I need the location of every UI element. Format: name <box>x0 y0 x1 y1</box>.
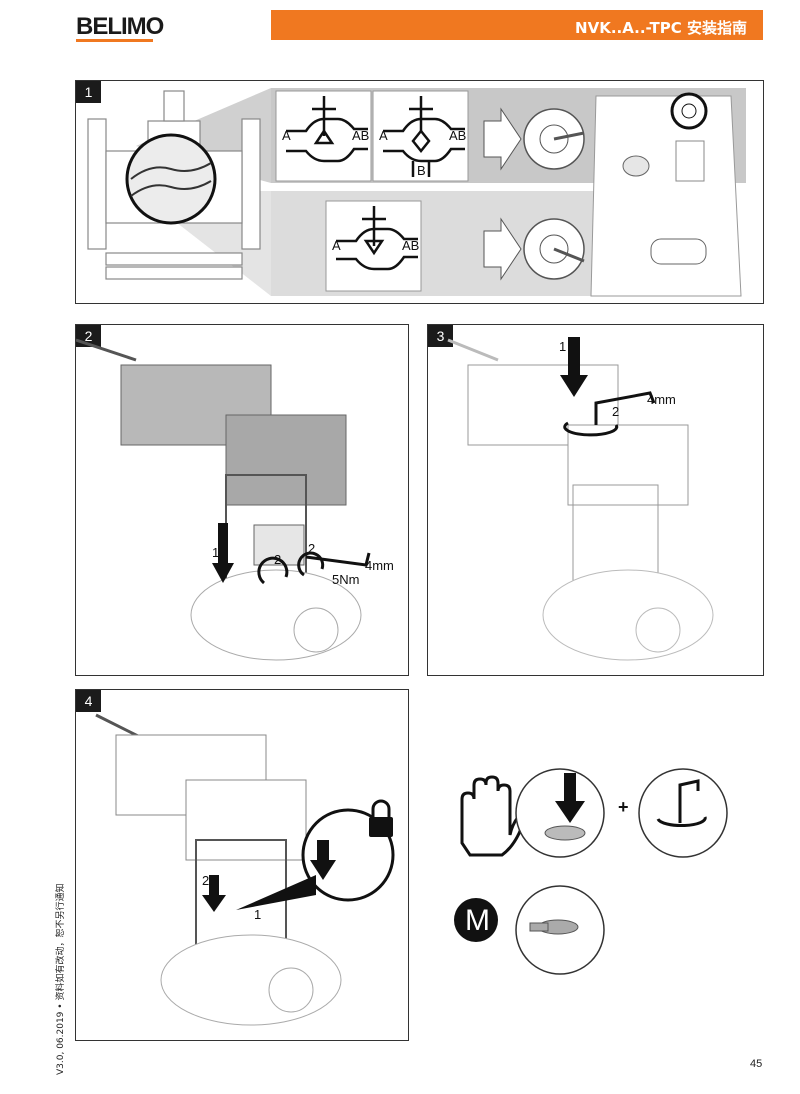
belimo-logo: BELIMO <box>76 13 164 40</box>
page-number: 45 <box>750 1058 763 1070</box>
hand-icon <box>460 775 526 857</box>
hex-key-size: 4mm <box>647 392 676 407</box>
plus-sign: + <box>618 797 629 817</box>
step-2b-label: 2 <box>308 541 316 556</box>
actuator-release-illustration <box>447 337 714 661</box>
panel-1: 1 <box>75 80 764 304</box>
panel-number: 1 <box>76 81 101 103</box>
symbol-1-port-a: A <box>282 128 291 143</box>
step-1-label: 1 <box>559 339 567 354</box>
locking-illustration <box>95 713 395 1026</box>
version-note: V3.0, 06.2019 • 资料如有改动，恕不另行通知 <box>56 883 66 1075</box>
symbol-2-port-ab: AB <box>449 128 467 143</box>
torque-value: 5Nm <box>332 572 360 587</box>
logo-underline <box>76 39 153 42</box>
step-2-label: 2 <box>202 873 210 888</box>
panel-4: 4 1 2 <box>75 689 409 1041</box>
symbol-3-port-a: A <box>332 238 341 253</box>
symbol-3-port-ab: AB <box>402 238 420 253</box>
panel-2: 2 1 2 2 4mm 5Nm <box>75 324 409 676</box>
legend-illustration <box>454 768 728 975</box>
manual-mode-icon: M <box>465 904 490 937</box>
step-2-label: 2 <box>612 404 620 419</box>
symbol-2-port-b: B <box>417 163 426 178</box>
panel-number: 4 <box>76 690 101 712</box>
actuator-mounting-illustration <box>76 338 371 661</box>
page-title: NVK..A..-TPC 安装指南 <box>575 19 747 37</box>
header-bar: NVK..A..-TPC 安装指南 <box>271 10 763 40</box>
step-2a-label: 2 <box>274 552 282 567</box>
panel-3: 3 1 2 4mm <box>427 324 764 676</box>
hex-key-size: 4mm <box>365 558 394 573</box>
symbol-2-port-a: A <box>379 128 388 143</box>
valve-diagram-illustration <box>87 88 746 297</box>
step-1-label: 1 <box>254 907 262 922</box>
panel-number: 3 <box>428 325 453 347</box>
step-1-label: 1 <box>212 545 220 560</box>
symbol-1-port-ab: AB <box>352 128 370 143</box>
